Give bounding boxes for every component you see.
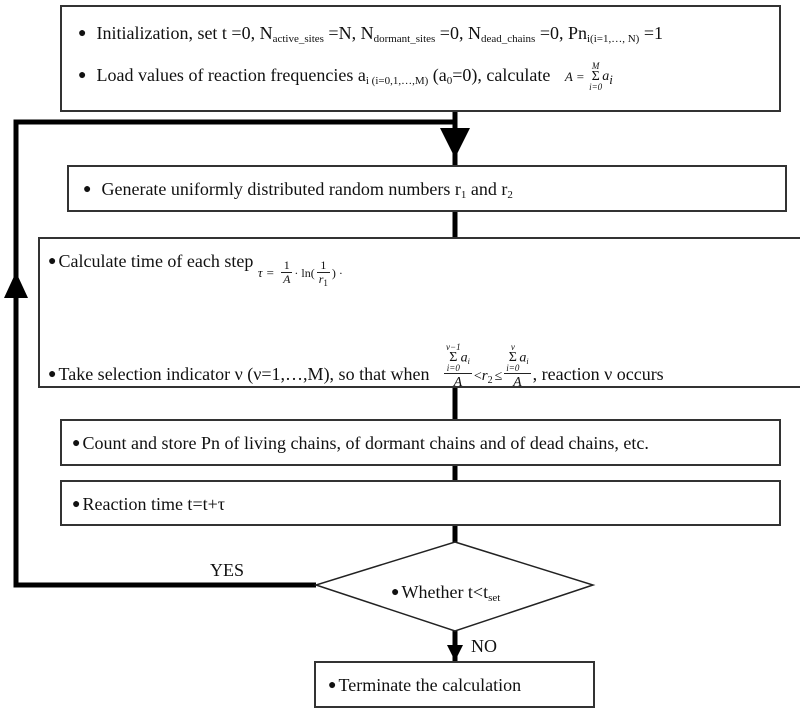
count-box: ●Count and store Pn of living chains, of…: [60, 419, 781, 466]
terminate-text: ●Terminate the calculation: [328, 675, 522, 695]
arrowhead-down-no: [447, 645, 463, 661]
bullet: ●: [78, 68, 87, 84]
generate-text: ●Generate uniformly distributed random n…: [83, 179, 513, 201]
terminate-box: ●Terminate the calculation: [314, 661, 595, 708]
bullet: ●: [391, 585, 400, 600]
arrowhead-down-main: [440, 128, 470, 158]
yes-label: YES: [210, 560, 245, 580]
bullet: ●: [83, 182, 92, 197]
calc-line-2: ●Take selection indicator ν (ν=1,…,M), s…: [48, 342, 664, 391]
bullet: ●: [48, 367, 57, 382]
bullet: ●: [328, 678, 337, 693]
generate-box: ●Generate uniformly distributed random n…: [67, 165, 787, 212]
bullet: ●: [48, 254, 57, 269]
init-box: ●Initialization, set t =0, Nactive_sites…: [60, 5, 781, 112]
init-line-2: ●Load values of reaction frequencies ai …: [78, 61, 613, 92]
no-label: NO: [471, 636, 497, 656]
decision-text: ●Whether t<tset: [391, 582, 501, 604]
arrowhead-up-loop: [4, 272, 28, 298]
reaction-time-text: ●Reaction time t=t+τ: [72, 494, 225, 514]
reaction-time-box: ●Reaction time t=t+τ: [60, 480, 781, 526]
count-text: ●Count and store Pn of living chains, of…: [72, 433, 649, 453]
bullet: ●: [72, 497, 81, 512]
yes-loop-line: [13, 119, 455, 588]
init-line-1: ●Initialization, set t =0, Nactive_sites…: [78, 23, 663, 45]
decision-diamond: [313, 541, 596, 632]
bullet: ●: [78, 26, 87, 41]
bullet: ●: [72, 436, 81, 451]
